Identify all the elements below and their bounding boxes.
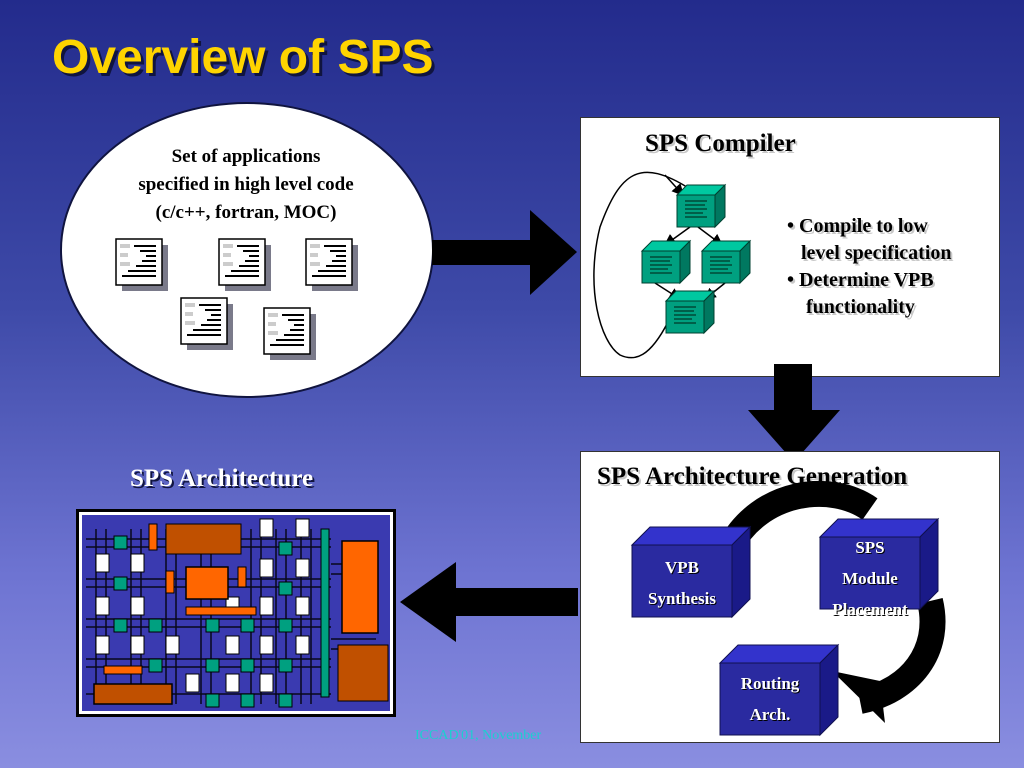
module-cube-icon — [641, 240, 691, 284]
arrow-left-icon — [400, 562, 578, 642]
block-line: Synthesis — [647, 589, 717, 608]
applications-line: specified in high level code — [138, 174, 354, 195]
arrow-down-icon — [748, 364, 840, 462]
architecture-label: SPS Architecture — [130, 465, 314, 492]
slide-footer: ICCAD'01, November — [415, 728, 542, 743]
applications-line: Set of applications — [171, 146, 321, 167]
module-placement-label: SPS Module Placement — [820, 532, 920, 625]
block-line: Arch. — [749, 705, 791, 724]
document-icon — [305, 238, 359, 292]
module-cube-icon — [701, 240, 751, 284]
module-cube-icon — [665, 290, 715, 334]
slide-title: Overview of SPS — [52, 31, 434, 84]
bullet-line: • Determine VPB — [787, 269, 934, 291]
document-icon — [180, 297, 234, 351]
generation-title: SPS Architecture Generation — [597, 463, 908, 490]
architecture-chip — [76, 509, 396, 717]
vpb-synthesis-label: VPB Synthesis — [632, 552, 732, 614]
generation-diagram — [631, 480, 946, 736]
applications-line: (c/c++, fortran, MOC) — [155, 202, 337, 223]
arrow-right-icon — [432, 210, 577, 295]
document-icon — [115, 238, 169, 292]
block-line: Routing — [740, 674, 800, 693]
routing-arch-label: Routing Arch. — [720, 668, 820, 730]
block-line: SPS — [855, 538, 885, 557]
applications-text: Set of applications specified in high le… — [100, 143, 392, 227]
bullet-line: • Compile to low — [787, 215, 928, 237]
block-line: VPB — [665, 558, 699, 577]
block-line: Placement — [832, 600, 908, 619]
document-icon — [218, 238, 272, 292]
document-icon — [263, 307, 317, 361]
bullet-line: level specification — [801, 242, 952, 264]
compiler-bullets: • Compile to low level specification • D… — [787, 213, 952, 321]
block-line: Module — [842, 569, 898, 588]
compiler-graph — [593, 171, 751, 359]
module-cube-icon — [676, 184, 726, 228]
compiler-title: SPS Compiler — [645, 130, 796, 157]
bullet-line: functionality — [806, 296, 915, 318]
